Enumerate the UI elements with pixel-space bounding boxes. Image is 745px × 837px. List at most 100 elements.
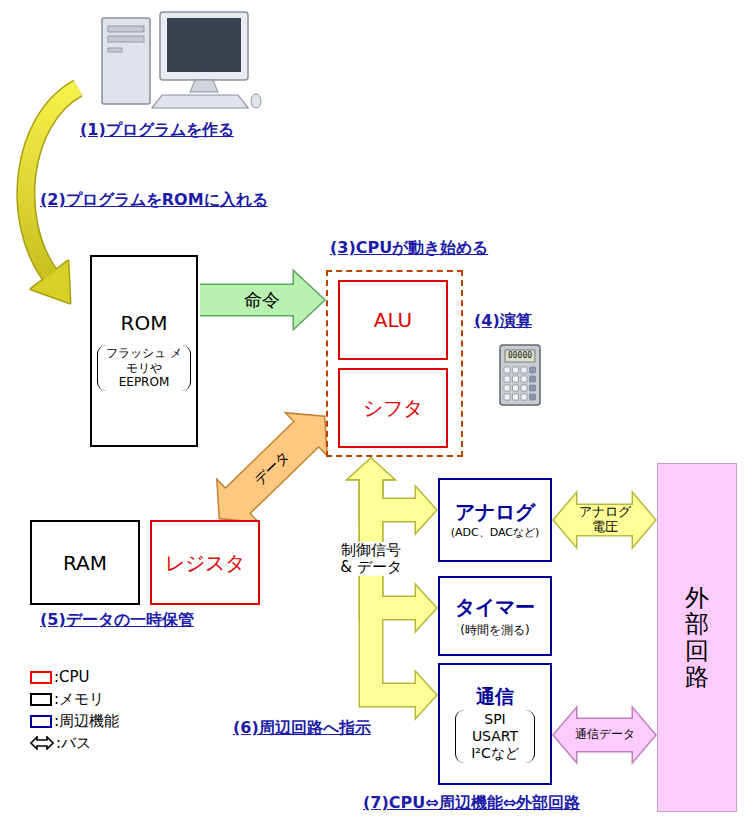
box-subtext: (ADC、DACなど): [451, 526, 540, 539]
instruction-arrow-outline: [200, 272, 324, 328]
box-title: ALU: [374, 308, 412, 332]
legend-text: :CPU: [54, 668, 90, 686]
callout-number: (1)プログラムを作る: [80, 120, 234, 141]
calculator-icon-part: [521, 394, 527, 400]
memory-box: ROM フラッシュ メモリや EEPROM: [90, 255, 198, 447]
arrow-shaft: [575, 505, 634, 535]
legend-row: :メモリ: [30, 688, 119, 710]
connector-label: 制御信号 & データ: [339, 541, 403, 576]
calculator-icon-part: [504, 394, 510, 400]
cpu-unit-box: レジスタ: [150, 520, 260, 605]
calculator-icon-part: [530, 367, 536, 373]
program-transfer-arrow-part: [26, 88, 78, 275]
arrow-shaft-outline: [237, 433, 308, 502]
computer-illustration-part: [102, 18, 150, 104]
arrow-shaft: [371, 478, 417, 695]
arrow-head-outline: [349, 459, 393, 479]
arrow-shaft-outline: [200, 284, 295, 317]
analog-voltage-arrow: [554, 494, 655, 546]
calculator-icon-part: [500, 345, 540, 405]
computer-illustration-part: [190, 80, 218, 92]
arrow-head: [633, 494, 655, 546]
arrow-shaft: [200, 285, 295, 315]
analog-voltage-arrow-outline: [554, 494, 655, 546]
arrow-head-outline: [349, 459, 393, 479]
peripheral-box: タイマー (時間を測る): [438, 576, 552, 656]
comm-data-arrow-outline: [554, 709, 655, 761]
callout-number: (4)演算: [474, 311, 532, 332]
legend-swatch: [30, 715, 52, 728]
peripheral-box: アナログ (ADC、DACなど): [438, 478, 552, 562]
calculator-icon-part: [521, 385, 527, 391]
legend: :CPU :メモリ :周辺機能 :バス: [30, 666, 119, 754]
data-arrow-outline: [218, 414, 327, 522]
arrow-head-outline: [416, 673, 436, 717]
program-transfer-arrow-part: [26, 88, 78, 275]
calculator-icon-part: [504, 376, 510, 382]
arrow-head: [349, 459, 393, 479]
callout-number: (2)プログラムをROMに入れる: [40, 190, 268, 211]
calculator-icon-part: [513, 376, 519, 382]
callout-number: (7)CPU⇔周辺機能⇔外部回路: [363, 793, 580, 814]
arrow-head: [349, 459, 393, 479]
calculator-icon-part: [530, 394, 536, 400]
calculator-icon-part: [530, 385, 536, 391]
calculator-icon-part: [513, 394, 519, 400]
arrow-shaft: [237, 433, 308, 502]
callout-number: (6)周辺回路へ指示: [233, 718, 371, 739]
calculator-icon-part: [521, 367, 527, 373]
peripheral-box: 通信SPI USART I²Cなど: [438, 663, 552, 785]
legend-swatch: [30, 693, 52, 706]
bus-symbol: [30, 736, 54, 750]
legend-swatch: [30, 671, 52, 684]
legend-text: :バス: [56, 734, 91, 753]
computer-illustration: [102, 12, 261, 108]
box-subtext: フラッシュ メモリや EEPROM: [97, 345, 191, 390]
computer-illustration-part: [160, 12, 248, 80]
legend-text: :周辺機能: [54, 712, 119, 731]
calculator-icon-part: [504, 367, 510, 373]
calculator-icon-part: [530, 376, 536, 382]
arrow-head-outline: [416, 586, 436, 630]
connector-label: アナログ 電圧: [578, 505, 632, 535]
connector-fills: [200, 272, 655, 761]
box-title: レジスタ: [165, 551, 245, 575]
calculator-icon-part: [521, 376, 527, 382]
calculator-icon: [500, 345, 540, 405]
arrow-head: [294, 272, 324, 328]
computer-illustration-part: [108, 26, 144, 32]
arrow-head: [416, 586, 436, 630]
arrow-head-outline: [554, 494, 576, 546]
box-subtext: (時間を測る): [460, 623, 529, 637]
callout-number: (5)データの一時保管: [40, 610, 194, 631]
box-title: RAM: [63, 551, 107, 575]
box-title: シフタ: [363, 396, 423, 420]
arrow-shaft-outline: [575, 504, 634, 537]
box-title: ROM: [121, 311, 168, 335]
arrow-shaft-outline: [371, 478, 417, 695]
instruction-arrow: [200, 272, 324, 328]
connector-label: 命令: [240, 290, 284, 311]
arrow-head: [554, 494, 576, 546]
arrow-head: [349, 459, 393, 479]
computer-illustration-part: [167, 18, 241, 72]
arrow-head-outline: [633, 494, 655, 546]
arrow-head-outline: [349, 459, 393, 479]
arrow-head-outline: [416, 488, 436, 532]
box-title: タイマー: [455, 595, 535, 619]
computer-illustration-part: [108, 36, 144, 42]
data-arrow: [218, 414, 327, 522]
display-digits: 00000: [505, 350, 535, 362]
arrow-head: [416, 673, 436, 717]
box-title: アナログ: [455, 500, 535, 524]
calculator-icon-part: [513, 385, 519, 391]
cpu-group: (3)CPUが動き始めるALUシフタ: [326, 270, 463, 457]
connector-outlines: [200, 272, 655, 761]
cpu-unit-box: シフタ: [338, 368, 448, 448]
calculator-icon-part: [513, 367, 519, 373]
arrow-head: [416, 488, 436, 532]
legend-text: :メモリ: [54, 690, 104, 709]
bus-arrow: [349, 459, 436, 717]
calculator-icon-part: [505, 350, 535, 362]
